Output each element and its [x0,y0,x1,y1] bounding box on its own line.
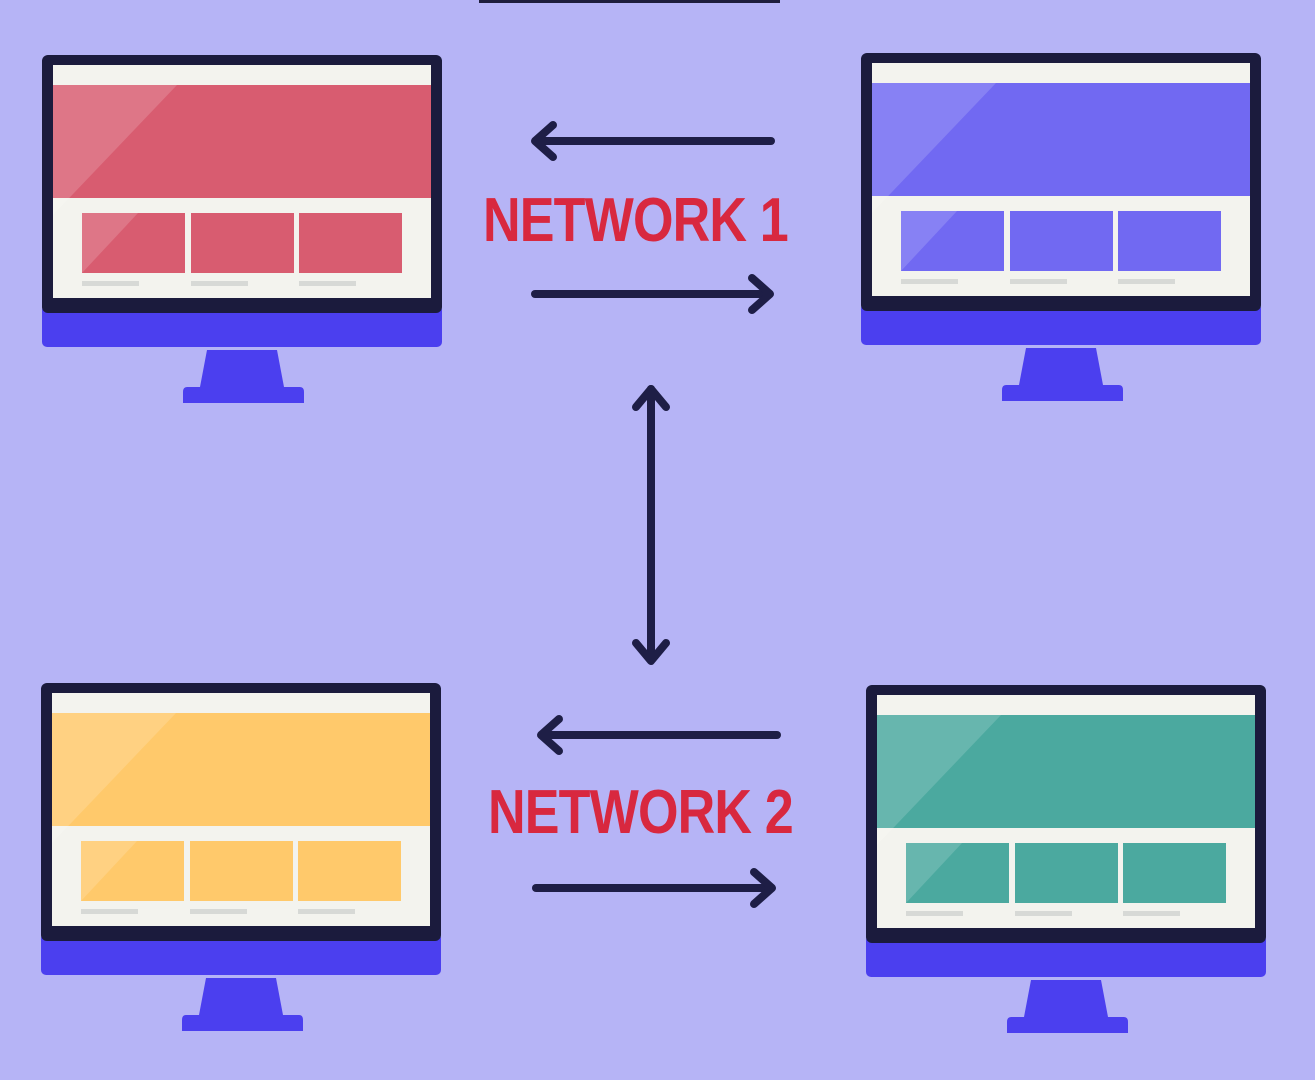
network-1-label: NETWORK 1 [483,186,789,255]
arrow-left-icon [537,715,781,755]
monitor-bottom-left [41,683,441,1031]
arrow-left-icon [531,121,775,161]
arrow-up-down-icon [632,385,670,665]
monitor-top-right [861,53,1261,401]
top-edge-bar [479,0,780,3]
monitor-icon [861,53,1261,401]
arrow-right-icon [531,274,774,314]
monitor-top-left [42,55,442,403]
monitor-bottom-right [866,685,1266,1033]
network-2-label: NETWORK 2 [488,778,794,847]
monitor-icon [41,683,441,1031]
monitor-icon [866,685,1266,1033]
monitor-icon [42,55,442,403]
arrow-right-icon [532,868,776,908]
